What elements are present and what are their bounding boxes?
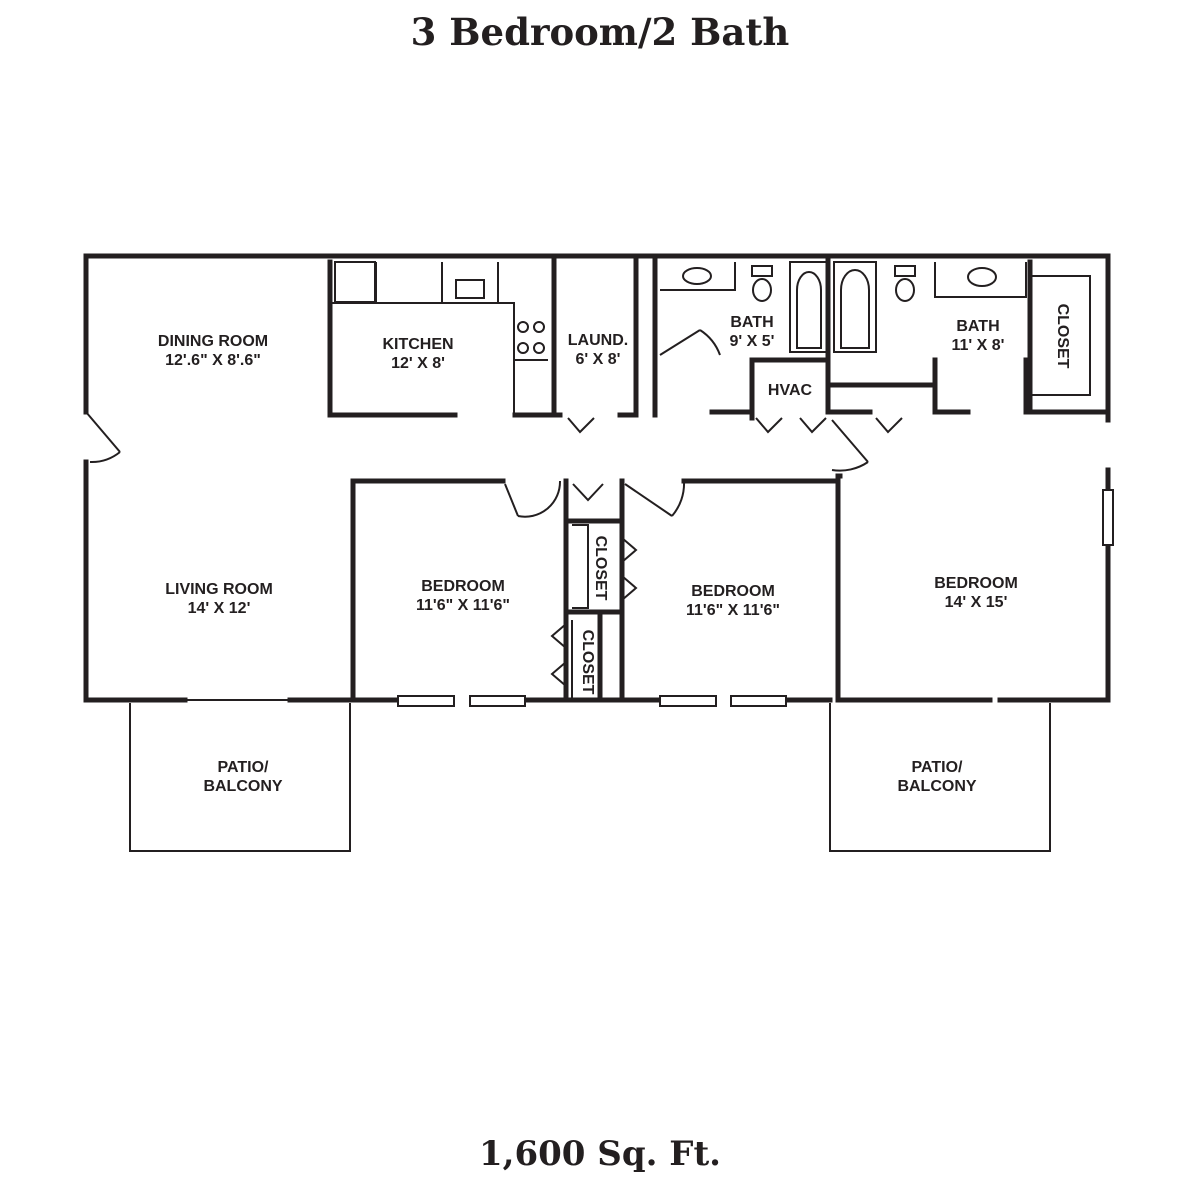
bottom-windows xyxy=(397,695,787,707)
kitchen-name: KITCHEN xyxy=(382,336,453,353)
bath1-name: BATH xyxy=(730,314,773,331)
master-closet-walls xyxy=(1027,259,1091,415)
hvac-label: HVAC xyxy=(768,382,813,399)
laundry-size: 6' X 8' xyxy=(576,351,621,368)
bedroom3-name: BEDROOM xyxy=(934,575,1018,592)
doors xyxy=(85,329,990,701)
bath2-fixtures xyxy=(833,261,1027,353)
dining-room-size: 12'.6" X 8'.6" xyxy=(165,352,261,369)
patio1-line1: PATIO/ xyxy=(218,759,270,776)
bedroom3-size: 14' X 15' xyxy=(945,594,1008,611)
exterior-walls xyxy=(83,253,1111,703)
bath1-size: 9' X 5' xyxy=(730,333,775,350)
patio2-line1: PATIO/ xyxy=(912,759,964,776)
kitchen-fixtures xyxy=(330,261,548,415)
interior-walls xyxy=(327,253,1111,703)
closet-shelves xyxy=(571,524,589,698)
floor-plan-title: 3 Bedroom/2 Bath xyxy=(410,10,790,54)
laundry-name: LAUND. xyxy=(568,332,628,349)
patio1-line2: BALCONY xyxy=(203,778,282,795)
bath1-fixtures xyxy=(660,261,829,353)
closet-b-label: CLOSET xyxy=(579,630,596,695)
closet-a-label: CLOSET xyxy=(592,536,609,601)
patio-right xyxy=(829,703,1051,852)
bath2-size: 11' X 8' xyxy=(952,337,1005,354)
living-room-size: 14' X 12' xyxy=(188,600,251,617)
master-closet-label: CLOSET xyxy=(1054,304,1071,369)
square-footage: 1,600 Sq. Ft. xyxy=(479,1134,721,1174)
patio2-line2: BALCONY xyxy=(897,778,976,795)
bedroom2-name: BEDROOM xyxy=(691,583,775,600)
bedroom1-name: BEDROOM xyxy=(421,578,505,595)
living-room-name: LIVING ROOM xyxy=(165,581,273,598)
dining-room-name: DINING ROOM xyxy=(158,333,268,350)
bath2-name: BATH xyxy=(956,318,999,335)
bedroom2-size: 11'6" X 11'6" xyxy=(686,602,780,619)
window-right xyxy=(1102,489,1114,546)
patio-left xyxy=(129,703,351,852)
bedroom1-size: 11'6" X 11'6" xyxy=(416,597,510,614)
room-labels: DINING ROOM 12'.6" X 8'.6" KITCHEN 12' X… xyxy=(158,304,1071,795)
kitchen-size: 12' X 8' xyxy=(391,355,445,372)
